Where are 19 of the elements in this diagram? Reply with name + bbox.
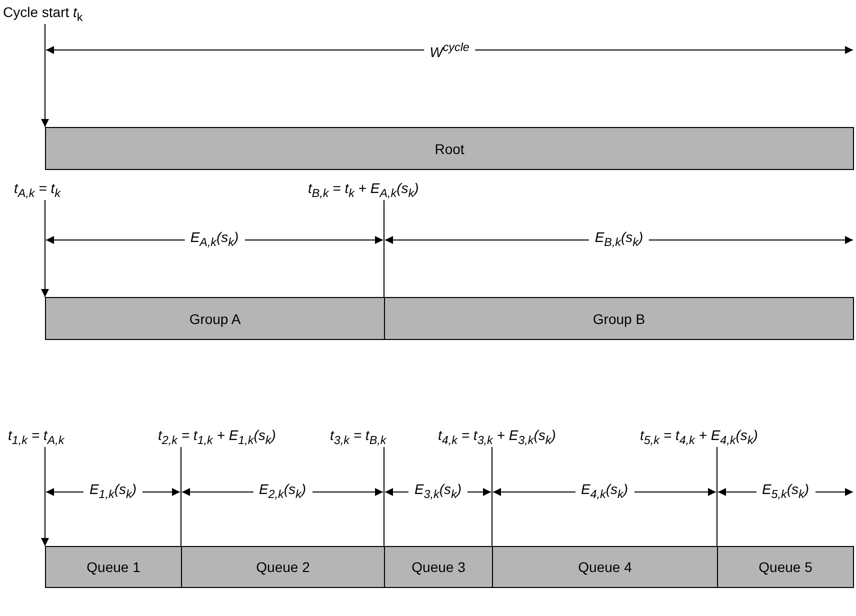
time-label: t$_{B,k}$ = t$_{k}$ + E$_{A,k}$(s$_{k}$) bbox=[308, 178, 478, 200]
time-bar: Queue 3 bbox=[384, 546, 493, 588]
time-label: t$_{3,k}$ = t$_{B,k}$ bbox=[330, 425, 388, 447]
arrow bbox=[41, 200, 49, 298]
time-bar: Group B bbox=[384, 297, 854, 340]
time-label: t$_{5,k}$ = t$_{4,k}$ + E$_{4,k}$(s$_{k}$) bbox=[640, 425, 815, 447]
time-label: t$_{1,k}$ = t$_{A,k}$ bbox=[8, 425, 118, 447]
arrow bbox=[41, 24, 49, 128]
time-label: Cycle start t$_{k}$ bbox=[3, 2, 143, 24]
time-bar: Queue 5 bbox=[717, 546, 854, 588]
time-label: t$_{2,k}$ = t$_{1,k}$ + E$_{1,k}$(s$_{k}$) bbox=[158, 425, 288, 447]
time-bar: Queue 4 bbox=[492, 546, 718, 588]
time-bar: Root bbox=[45, 127, 854, 170]
time-bar: Queue 1 bbox=[45, 546, 182, 588]
time-label: t$_{4,k}$ = t$_{3,k}$ + E$_{3,k}$(s$_{k}$) bbox=[438, 425, 578, 447]
time-bar: Group A bbox=[45, 297, 385, 340]
time-bar: Queue 2 bbox=[181, 546, 385, 588]
time-label: t$_{A,k}$ = t$_{k}$ bbox=[14, 178, 94, 200]
arrow bbox=[41, 446, 49, 546]
